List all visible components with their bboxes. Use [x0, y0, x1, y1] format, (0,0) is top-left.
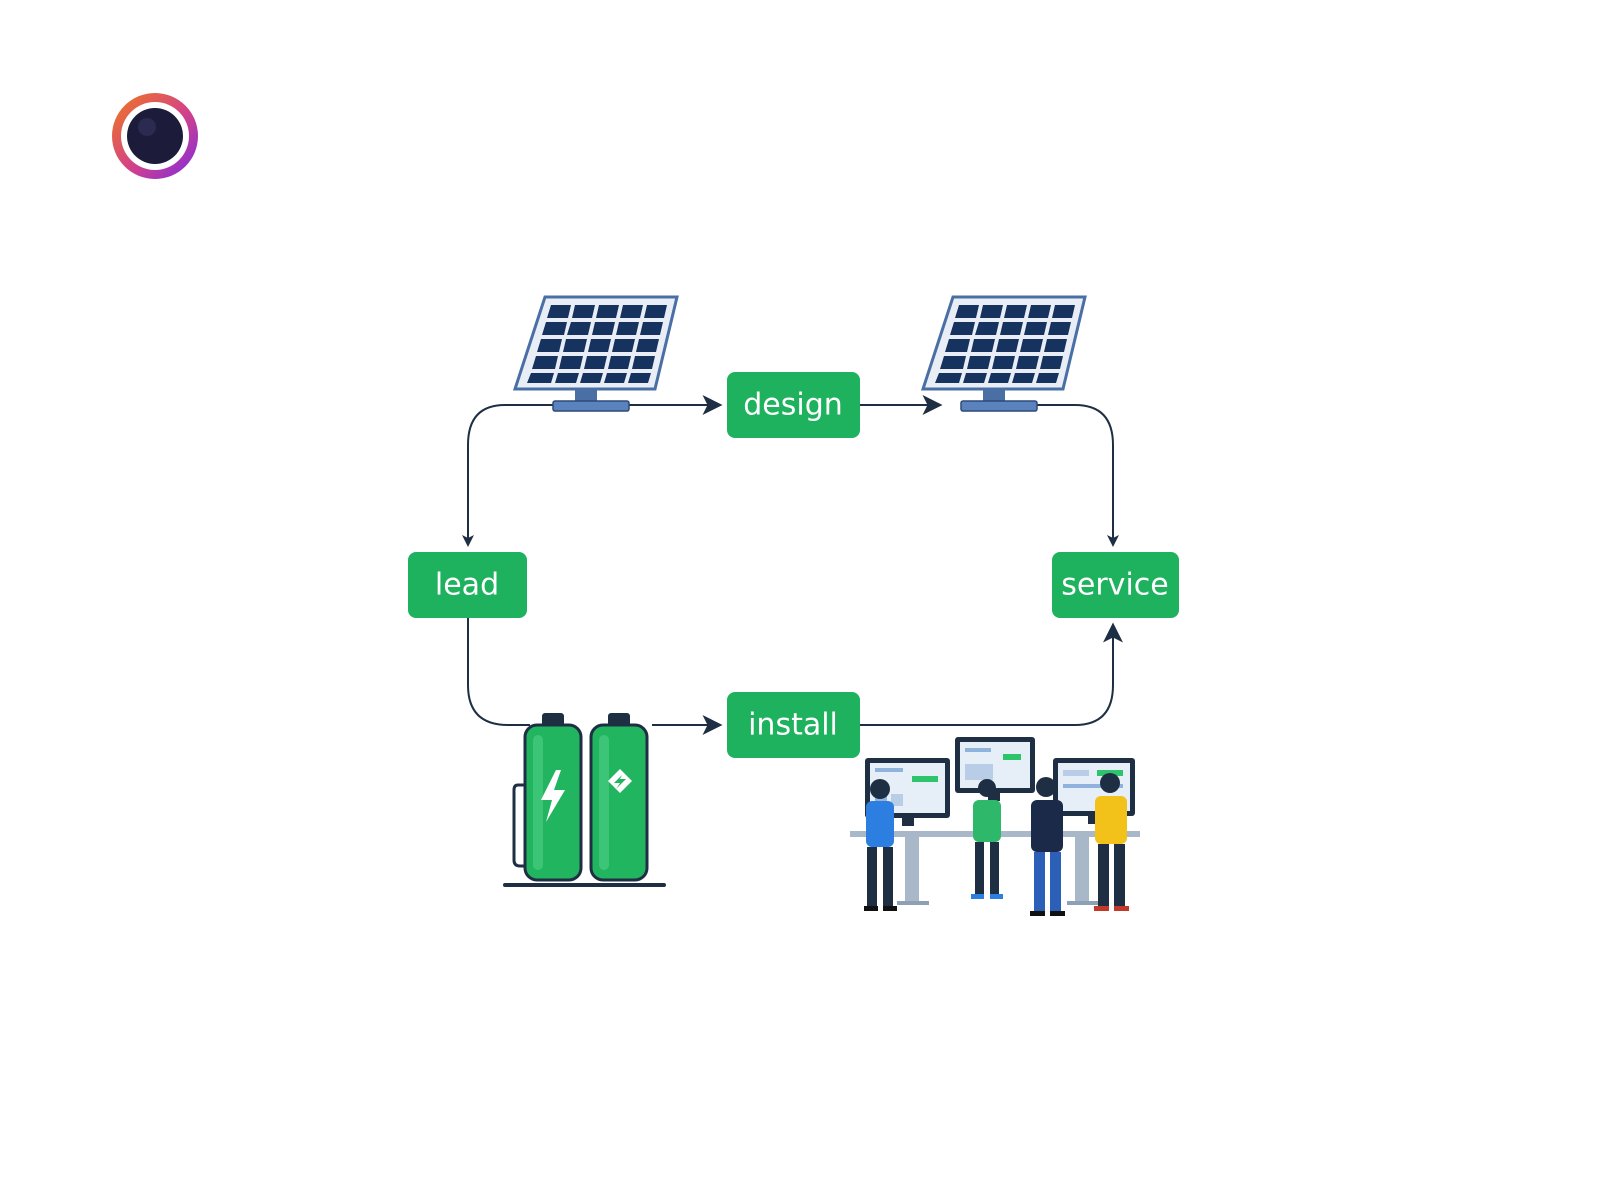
connector-install-to-service	[860, 622, 1123, 726]
node-design-label: design	[743, 388, 843, 423]
solar-panel-icon	[920, 295, 1087, 412]
node-service: service	[1052, 552, 1179, 618]
solar-panel-icon	[512, 295, 679, 412]
team-at-computers-icon	[850, 737, 1140, 916]
connectors	[462, 395, 1123, 735]
node-service-label: service	[1061, 568, 1168, 603]
node-lead-label: lead	[435, 568, 499, 603]
battery-tanks-icon	[503, 713, 666, 887]
ring-logo-icon	[112, 93, 198, 179]
node-design: design	[727, 372, 860, 438]
node-lead: lead	[408, 552, 527, 618]
connector-lead-to-battery	[467, 618, 530, 726]
connector-panel-to-lead	[462, 404, 555, 547]
node-install-label: install	[748, 708, 838, 743]
node-install: install	[727, 692, 860, 758]
connector-panel-to-service	[1030, 404, 1119, 547]
